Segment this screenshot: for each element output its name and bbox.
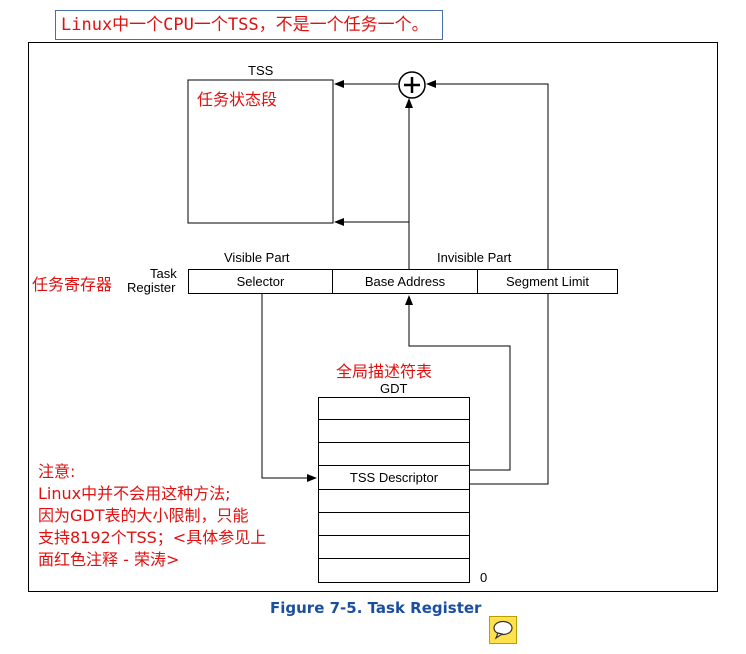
segment-limit-label: Segment Limit: [505, 274, 590, 289]
plus-circle-icon: [398, 71, 426, 99]
note-title: 注意:: [38, 462, 76, 481]
gdt-row: [318, 419, 470, 443]
gdt-annotation: 全局描述符表: [336, 362, 433, 381]
segment-limit-cell: Segment Limit: [477, 269, 618, 294]
base-address-label: Base Address: [364, 274, 446, 289]
task-register-label-line1: Task: [150, 266, 177, 281]
figure-frame: [28, 42, 718, 592]
tss-descriptor-row: TSS Descriptor: [318, 465, 470, 490]
tss-label: TSS: [248, 63, 274, 78]
gdt-row: [318, 558, 470, 583]
note-line: 因为GDT表的大小限制，只能: [38, 506, 249, 525]
tss-annotation: 任务状态段: [197, 90, 278, 109]
note-line: 面红色注释 - 荣涛>: [38, 550, 180, 569]
task-register-label-line2: Register: [127, 280, 176, 295]
selector-to-descriptor-arrow: [261, 293, 317, 482]
tss-box: [187, 79, 334, 224]
gdt-label: GDT: [380, 381, 408, 396]
selector-cell: Selector: [188, 269, 333, 294]
gdt-index-zero: 0: [480, 570, 488, 585]
note-line: 支持8192个TSS；<具体参见上: [38, 528, 267, 547]
gdt-row: [318, 442, 470, 466]
note-line: Linux中并不会用这种方法;: [38, 484, 231, 503]
invisible-part-label: Invisible Part: [437, 250, 512, 265]
gdt-row: [318, 397, 470, 420]
comment-icon[interactable]: [489, 616, 517, 644]
selector-label: Selector: [236, 274, 285, 289]
visible-part-label: Visible Part: [224, 250, 290, 265]
tss-descriptor-label: TSS Descriptor: [349, 470, 439, 485]
task-register-annotation: 任务寄存器: [32, 275, 113, 294]
figure-caption: Figure 7-5. Task Register: [270, 599, 482, 617]
gdt-row: [318, 512, 470, 536]
gdt-row: [318, 489, 470, 513]
base-address-cell: Base Address: [332, 269, 478, 294]
descriptor-to-base-arrow: [405, 295, 511, 471]
gdt-row: [318, 535, 470, 559]
top-annotation: Linux中一个CPU一个TSS，不是一个任务一个。: [55, 10, 443, 40]
